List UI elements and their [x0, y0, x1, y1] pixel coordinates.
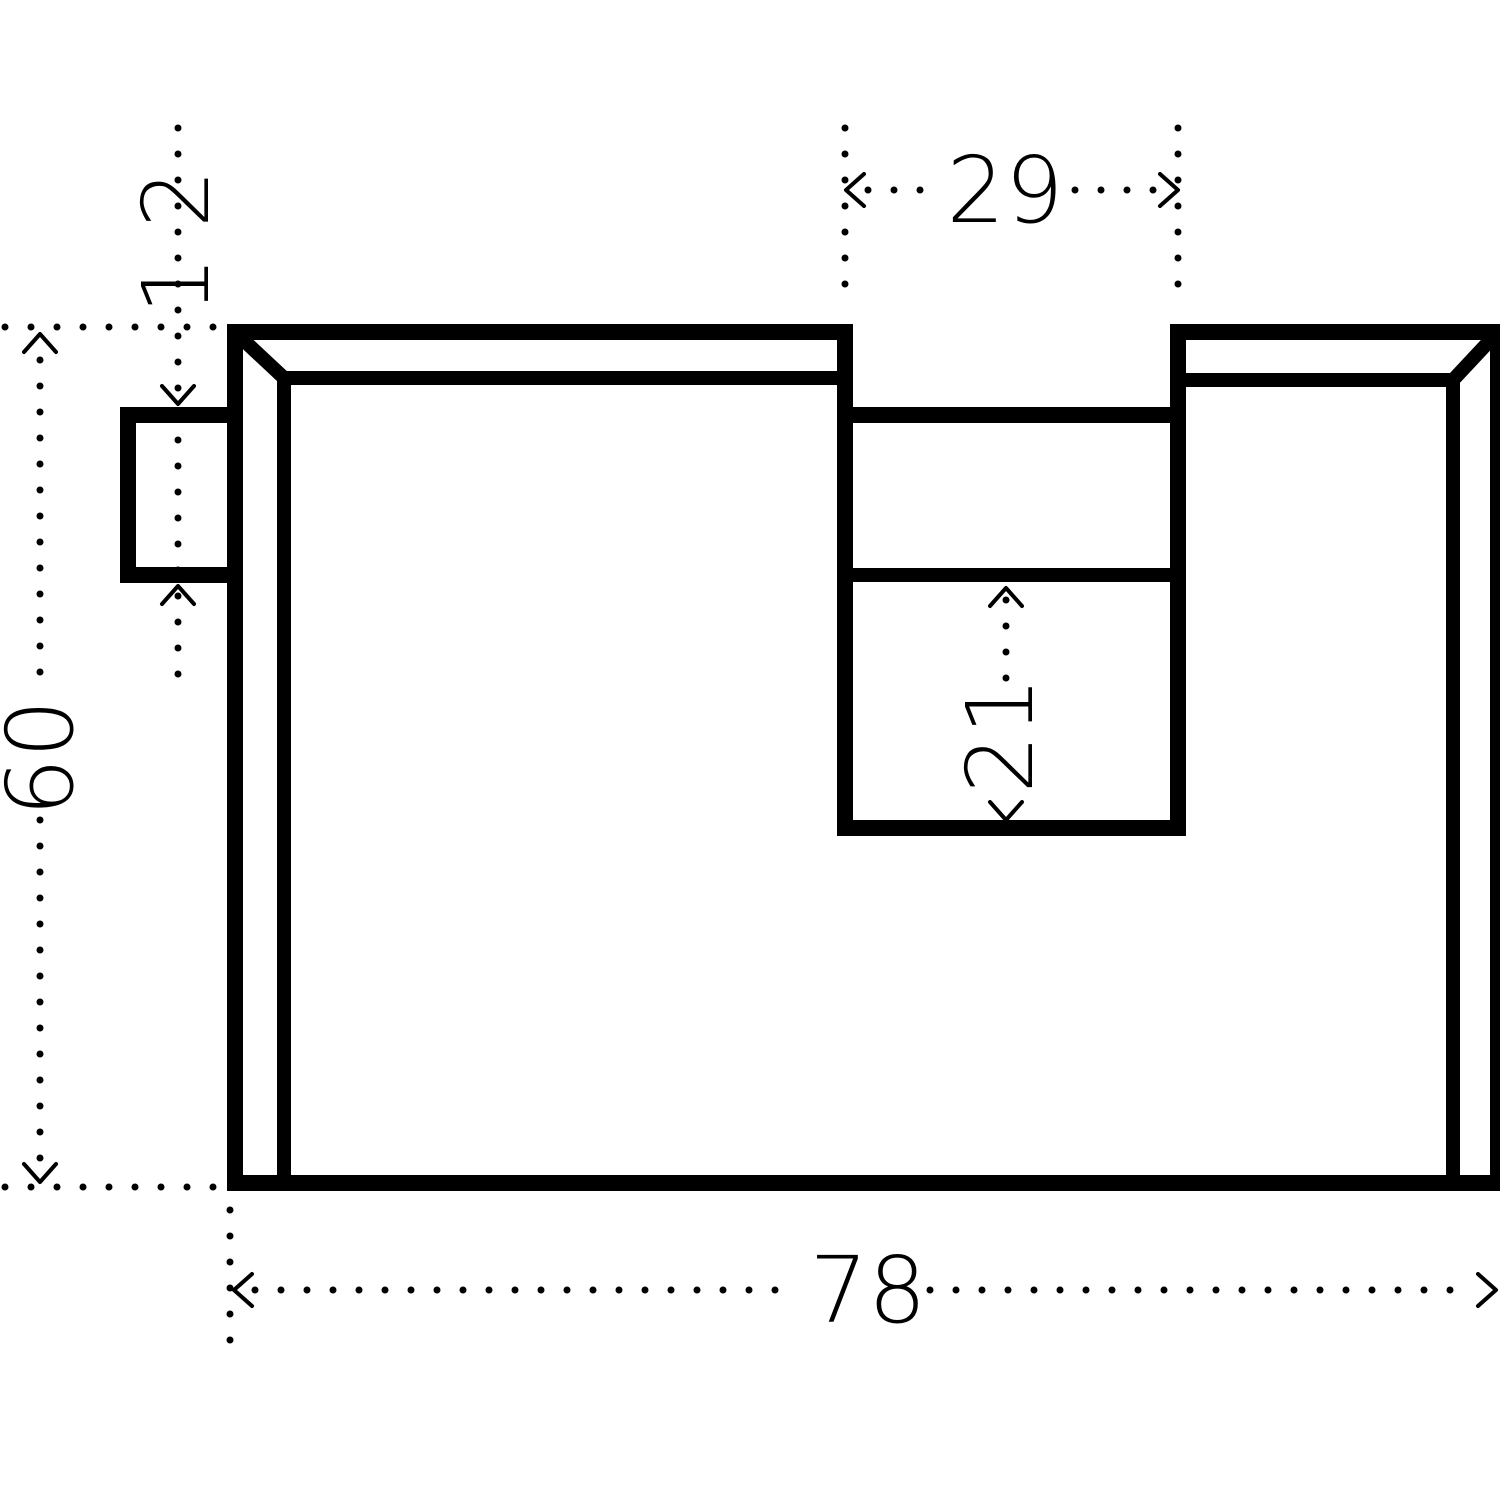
arrow-down-icon [988, 800, 1024, 822]
dim-overall-width-label: 78 [809, 1237, 926, 1344]
right-corner-bevel [1447, 329, 1500, 385]
side-tab [120, 407, 235, 583]
dim-notch-depth: 21 [947, 586, 1054, 822]
extension-lines [1, 124, 1182, 1359]
dim-notch-width-label: 29 [946, 137, 1063, 244]
arrow-right-icon [1158, 172, 1180, 208]
dim-notch-width: 29 [844, 137, 1180, 244]
dim-overall-height: 60 [0, 332, 94, 1184]
notch-lower-box [837, 415, 1186, 836]
main-body-outline [227, 324, 1500, 1191]
arrow-down-icon [22, 1162, 58, 1184]
arrow-left-icon [232, 1272, 254, 1308]
arrow-down-icon [160, 384, 196, 406]
arrow-right-icon [1476, 1272, 1498, 1308]
dim-armrest-height: 12 [123, 141, 230, 606]
dim-overall-width: 78 [232, 1237, 1498, 1344]
dim-notch-depth-label: 21 [947, 676, 1054, 793]
arrow-left-icon [844, 172, 866, 208]
arrow-up-icon [988, 586, 1024, 608]
dim-overall-height-label: 60 [0, 699, 94, 816]
arrow-up-icon [22, 332, 58, 354]
furniture-outline [120, 324, 1500, 1191]
arrow-up-icon [160, 584, 196, 606]
left-corner-bevel [232, 328, 289, 384]
dim-armrest-height-label: 12 [123, 141, 230, 314]
